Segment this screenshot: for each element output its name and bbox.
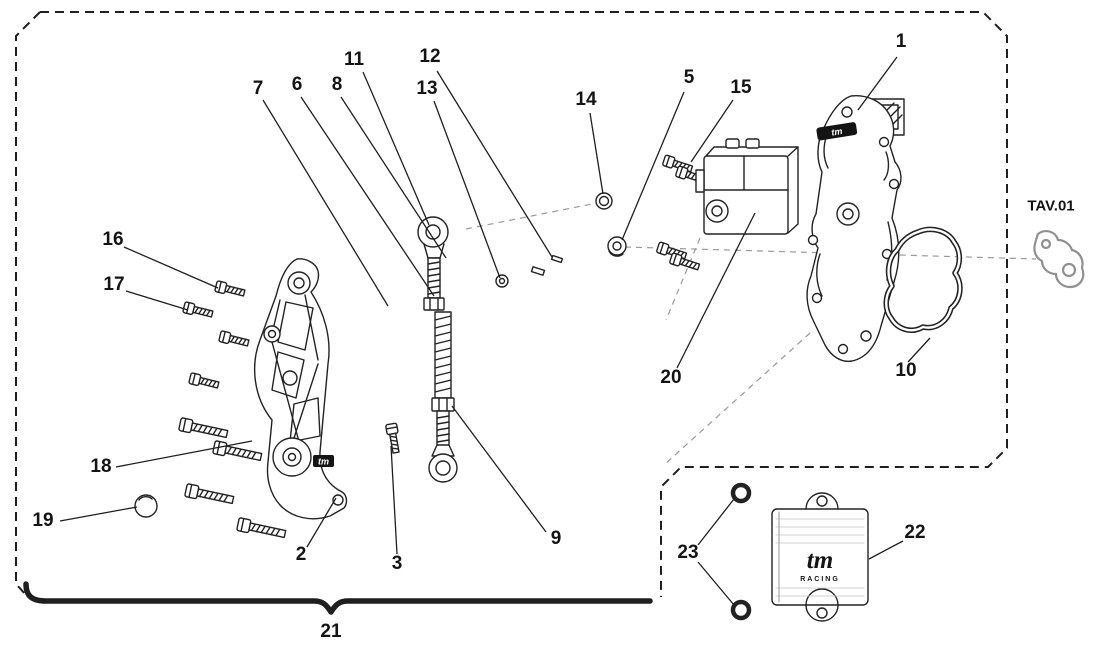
part-label-3: 3 — [391, 553, 403, 574]
part-label-7: 7 — [252, 78, 264, 99]
small-cover-drawing: tm RACING — [771, 492, 869, 622]
part-label-17: 17 — [103, 274, 125, 295]
part-label-15: 15 — [730, 77, 752, 98]
part-label-5: 5 — [683, 67, 695, 88]
spacer-bushing-drawing — [607, 236, 627, 257]
tm-logo-text-plate: tm — [318, 457, 329, 467]
o-rings-drawing — [730, 482, 752, 621]
tm-logo-text-cover: tm — [831, 126, 843, 138]
leader-lines — [59, 56, 931, 606]
part-label-10: 10 — [895, 360, 917, 381]
part-label-13: 13 — [416, 78, 438, 99]
part-label-8: 8 — [331, 74, 343, 95]
part-label-6: 6 — [291, 74, 303, 95]
part-label-18: 18 — [90, 456, 112, 477]
part-label-21: 21 — [320, 621, 342, 642]
part-label-12: 12 — [419, 46, 441, 67]
plug-cap-drawing — [134, 494, 158, 518]
tav-reference-part-drawing — [1033, 230, 1085, 289]
tav-label: TAV.01 — [1027, 197, 1075, 215]
gasket-drawing — [883, 226, 963, 333]
part-label-22: 22 — [904, 522, 926, 543]
part-label-16: 16 — [102, 229, 124, 250]
chain-guide-plate-drawing: tm — [254, 258, 348, 520]
part-label-9: 9 — [550, 528, 562, 549]
part-label-1: 1 — [895, 31, 907, 52]
part-label-23: 23 — [677, 542, 699, 563]
linkage-rod-drawing — [384, 216, 458, 483]
page-border — [15, 11, 1008, 615]
bottom-brace — [23, 581, 653, 615]
construction-lines — [465, 202, 1037, 465]
part-label-11: 11 — [343, 49, 365, 70]
tm-logo-text-small-cover: tm — [807, 547, 833, 574]
part-label-2: 2 — [295, 544, 307, 565]
part-label-20: 20 — [660, 367, 682, 388]
actuator-box-drawing — [695, 138, 799, 235]
part-label-19: 19 — [32, 510, 54, 531]
racing-logo-text: RACING — [800, 576, 840, 583]
part-label-14: 14 — [575, 89, 597, 110]
small-pins-washers-drawing — [495, 192, 613, 288]
clutch-cover-drawing: tm — [806, 94, 902, 363]
